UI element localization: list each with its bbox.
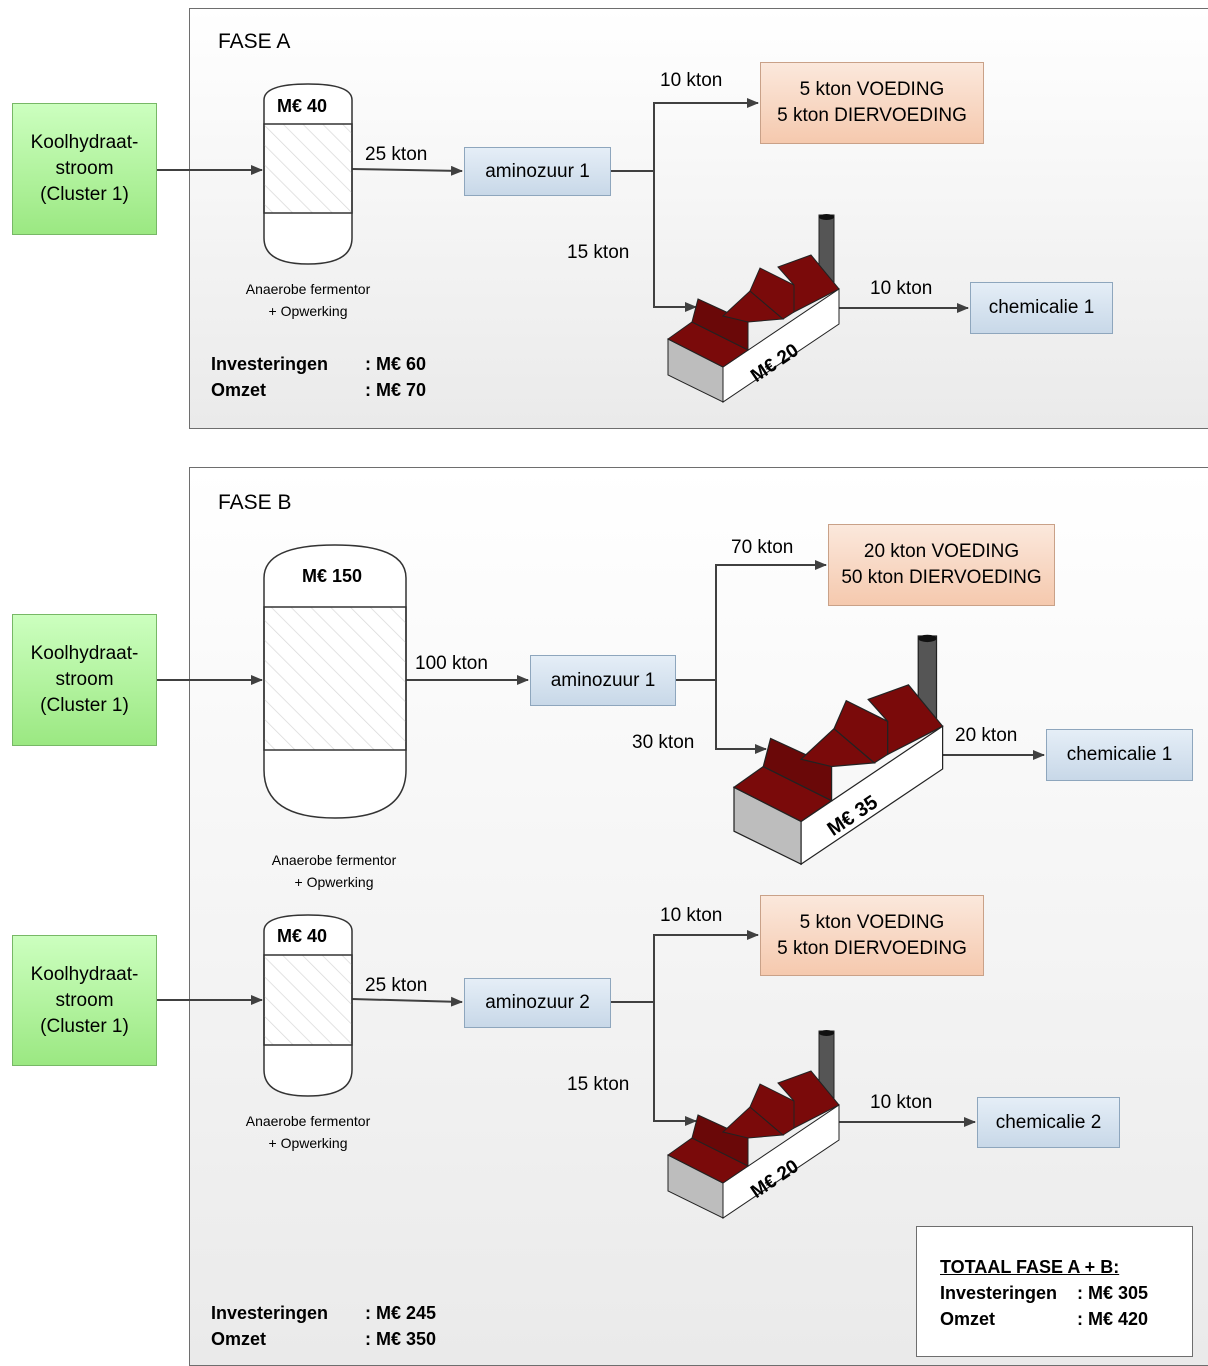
phase-a-flow-amino: 25 kton: [365, 144, 428, 165]
phase-a-fermentor-label: Anaerobe fermentor + Opwerking: [245, 281, 371, 319]
phase-b-line2-amino-label: aminozuur 2: [485, 992, 590, 1013]
phase-a-invest-value: : M€ 60: [365, 354, 427, 374]
phase-a-title: FASE A: [218, 30, 291, 53]
total-invest-label: Investeringen: [940, 1283, 1058, 1303]
phase-a-flow-chem: 10 kton: [870, 278, 933, 299]
phase-a-connectors: [157, 98, 969, 313]
phase-a-fermentor-cost: M€ 40: [277, 96, 328, 116]
phase-b-line2-connectors: [157, 930, 976, 1127]
phase-a-chem-label: chemicalie 1: [988, 297, 1095, 318]
total-turnover-label: Omzet: [940, 1309, 996, 1329]
phase-a-amino-label: aminozuur 1: [485, 160, 590, 182]
total-summary: TOTAAL FASE A + B: Investeringen : M€ 305…: [940, 1254, 1148, 1332]
phase-b-line2-source-box: Koolhydraat- stroom (Cluster 1): [12, 935, 157, 1066]
phase-b-invest-label: Investeringen: [211, 1303, 329, 1323]
phase-b-line1-flow-factory: 30 kton: [632, 732, 695, 753]
phase-b-factory-large: [732, 634, 944, 866]
phase-b-fermentor-small: [263, 914, 353, 1097]
phase-a-factory: [667, 214, 840, 403]
phase-a-summary: Investeringen : M€ 60 Omzet : M€ 70: [211, 351, 426, 403]
phase-b-line2-amino-box: aminozuur 2: [464, 978, 611, 1028]
total-turnover-value: : M€ 420: [1077, 1309, 1149, 1329]
phase-b-line1-amino-label: aminozuur 1: [550, 669, 656, 691]
phase-b-line2-flow-amino: 25 kton: [365, 975, 428, 996]
phase-a-turnover-label: Omzet: [211, 380, 267, 400]
phase-a-chem-box: chemicalie 1: [970, 282, 1113, 334]
phase-b-line2-fermentor-label: Anaerobe fermentor + Opwerking: [245, 1113, 371, 1151]
total-title: TOTAAL FASE A + B:: [940, 1257, 1120, 1277]
phase-b-line1-fermentor-label: Anaerobe fermentor + Opwerking: [271, 852, 397, 890]
phase-b-line1-food-box: 20 kton VOEDING 50 kton DIERVOEDING: [828, 524, 1055, 606]
phase-b-line1-flow-amino: 100 kton: [415, 653, 488, 674]
phase-a-flow-food: 10 kton: [660, 70, 723, 91]
phase-b-line2-fermentor-cost: M€ 40: [277, 926, 328, 946]
phase-b-line1-food-label: 20 kton VOEDING 50 kton DIERVOEDING: [841, 541, 1042, 588]
phase-a-amino-box: aminozuur 1: [464, 147, 611, 196]
phase-a-food-box: 5 kton VOEDING 5 kton DIERVOEDING: [760, 62, 984, 144]
phase-b-line1-flow-chem: 20 kton: [955, 725, 1018, 746]
phase-b-line2-source-label: Koolhydraat- stroom (Cluster 1): [30, 963, 139, 1037]
phase-b-line1-chem-box: chemicalie 1: [1046, 729, 1193, 781]
phase-b-line1-flow-food: 70 kton: [731, 537, 794, 558]
phase-a-turnover-value: : M€ 70: [365, 380, 427, 400]
phase-a-invest-label: Investeringen: [211, 354, 329, 374]
phase-a-source-box: Koolhydraat- stroom (Cluster 1): [12, 103, 157, 235]
phase-b-line1-connectors: [157, 560, 1045, 760]
phase-a-fermentor: [263, 83, 353, 265]
phase-b-invest-value: : M€ 245: [365, 1303, 437, 1323]
phase-b-fermentor-large: [263, 544, 407, 819]
phase-b-line1-fermentor-cost: M€ 150: [302, 566, 363, 586]
phase-a-food-label: 5 kton VOEDING 5 kton DIERVOEDING: [777, 79, 967, 126]
total-invest-value: : M€ 305: [1077, 1283, 1149, 1303]
phase-b-line2-food-box: 5 kton VOEDING 5 kton DIERVOEDING: [760, 895, 984, 976]
phase-b-line2-food-label: 5 kton VOEDING 5 kton DIERVOEDING: [777, 911, 967, 959]
phase-b-line2-chem-box: chemicalie 2: [977, 1097, 1120, 1148]
phase-b-line2-flow-factory: 15 kton: [567, 1074, 630, 1095]
phase-b-line1-source-label: Koolhydraat- stroom (Cluster 1): [30, 643, 139, 716]
phase-b-title: FASE B: [218, 491, 292, 514]
phase-a-flow-factory: 15 kton: [567, 242, 630, 263]
phase-b-line1-amino-box: aminozuur 1: [530, 655, 676, 706]
phase-b-turnover-label: Omzet: [211, 1329, 267, 1349]
phase-b-line2-chem-label: chemicalie 2: [995, 1111, 1102, 1133]
phase-b-line1-source-box: Koolhydraat- stroom (Cluster 1): [12, 614, 157, 746]
phase-b-turnover-value: : M€ 350: [365, 1329, 437, 1349]
phase-b-line2-flow-chem: 10 kton: [870, 1092, 933, 1113]
phase-b-factory-small: [667, 1030, 840, 1219]
phase-a-source-label: Koolhydraat- stroom (Cluster 1): [30, 132, 139, 205]
total-box: [916, 1226, 1193, 1357]
phase-b-line1-chem-label: chemicalie 1: [1066, 744, 1173, 765]
phase-b-summary: Investeringen : M€ 245 Omzet : M€ 350: [211, 1300, 436, 1352]
phase-b-line2-flow-food: 10 kton: [660, 905, 723, 926]
